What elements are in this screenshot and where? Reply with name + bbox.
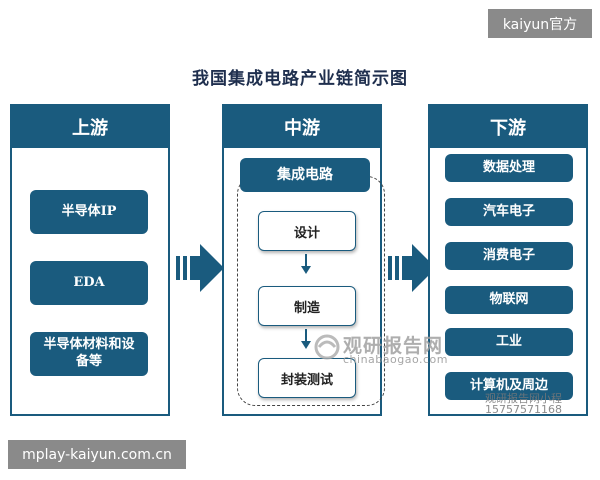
- downstream-item-industry: 工业: [445, 328, 573, 356]
- upstream-column: 上游 半导体IP EDA 半导体材料和设备等: [10, 104, 170, 416]
- corner-watermark-line2: 15757571168: [485, 403, 562, 416]
- logo-watermark: 观研报告网 chinabaogao.com: [313, 331, 473, 371]
- downstream-column: 下游 数据处理 汽车电子 消费电子 物联网 工业 计算机及周边: [428, 104, 588, 416]
- downstream-item-computer: 计算机及周边: [445, 372, 573, 400]
- downstream-header: 下游: [430, 106, 586, 148]
- flow-arrow-right-icon: [388, 244, 436, 292]
- step-arrow-stem: [305, 254, 307, 268]
- midstream-step-packaging: 封装测试: [258, 358, 356, 398]
- step-arrow-stem: [305, 329, 307, 343]
- downstream-item-data: 数据处理: [445, 154, 573, 182]
- logo-url: chinabaogao.com: [343, 353, 448, 366]
- logo-name: 观研报告网: [343, 335, 444, 357]
- corner-watermark: 观研报告网小程 15757571168: [485, 393, 595, 415]
- watermark-bottom-left: mplay-kaiyun.com.cn: [8, 440, 186, 469]
- step-arrow-down-icon: [301, 341, 311, 349]
- upstream-item-eda: EDA: [30, 261, 148, 305]
- flow-arrow-right-icon: [176, 244, 224, 292]
- upstream-item-materials: 半导体材料和设备等: [30, 332, 148, 376]
- downstream-item-iot: 物联网: [445, 286, 573, 314]
- midstream-step-design: 设计: [258, 211, 356, 251]
- diagram-title: 我国集成电路产业链简示图: [192, 69, 408, 89]
- logo-swirl-icon: [314, 334, 340, 360]
- corner-watermark-line1: 观研报告网小程: [485, 392, 562, 405]
- upstream-header: 上游: [12, 106, 168, 148]
- step-arrow-down-icon: [301, 266, 311, 274]
- downstream-item-consumer: 消费电子: [445, 242, 573, 270]
- midstream-step-manufacture: 制造: [258, 286, 356, 326]
- upstream-item-ip: 半导体IP: [30, 190, 148, 234]
- downstream-item-auto: 汽车电子: [445, 198, 573, 226]
- midstream-header: 中游: [224, 106, 380, 148]
- watermark-top-right: kaiyun官方: [488, 9, 592, 38]
- midstream-main-box: 集成电路: [240, 158, 370, 192]
